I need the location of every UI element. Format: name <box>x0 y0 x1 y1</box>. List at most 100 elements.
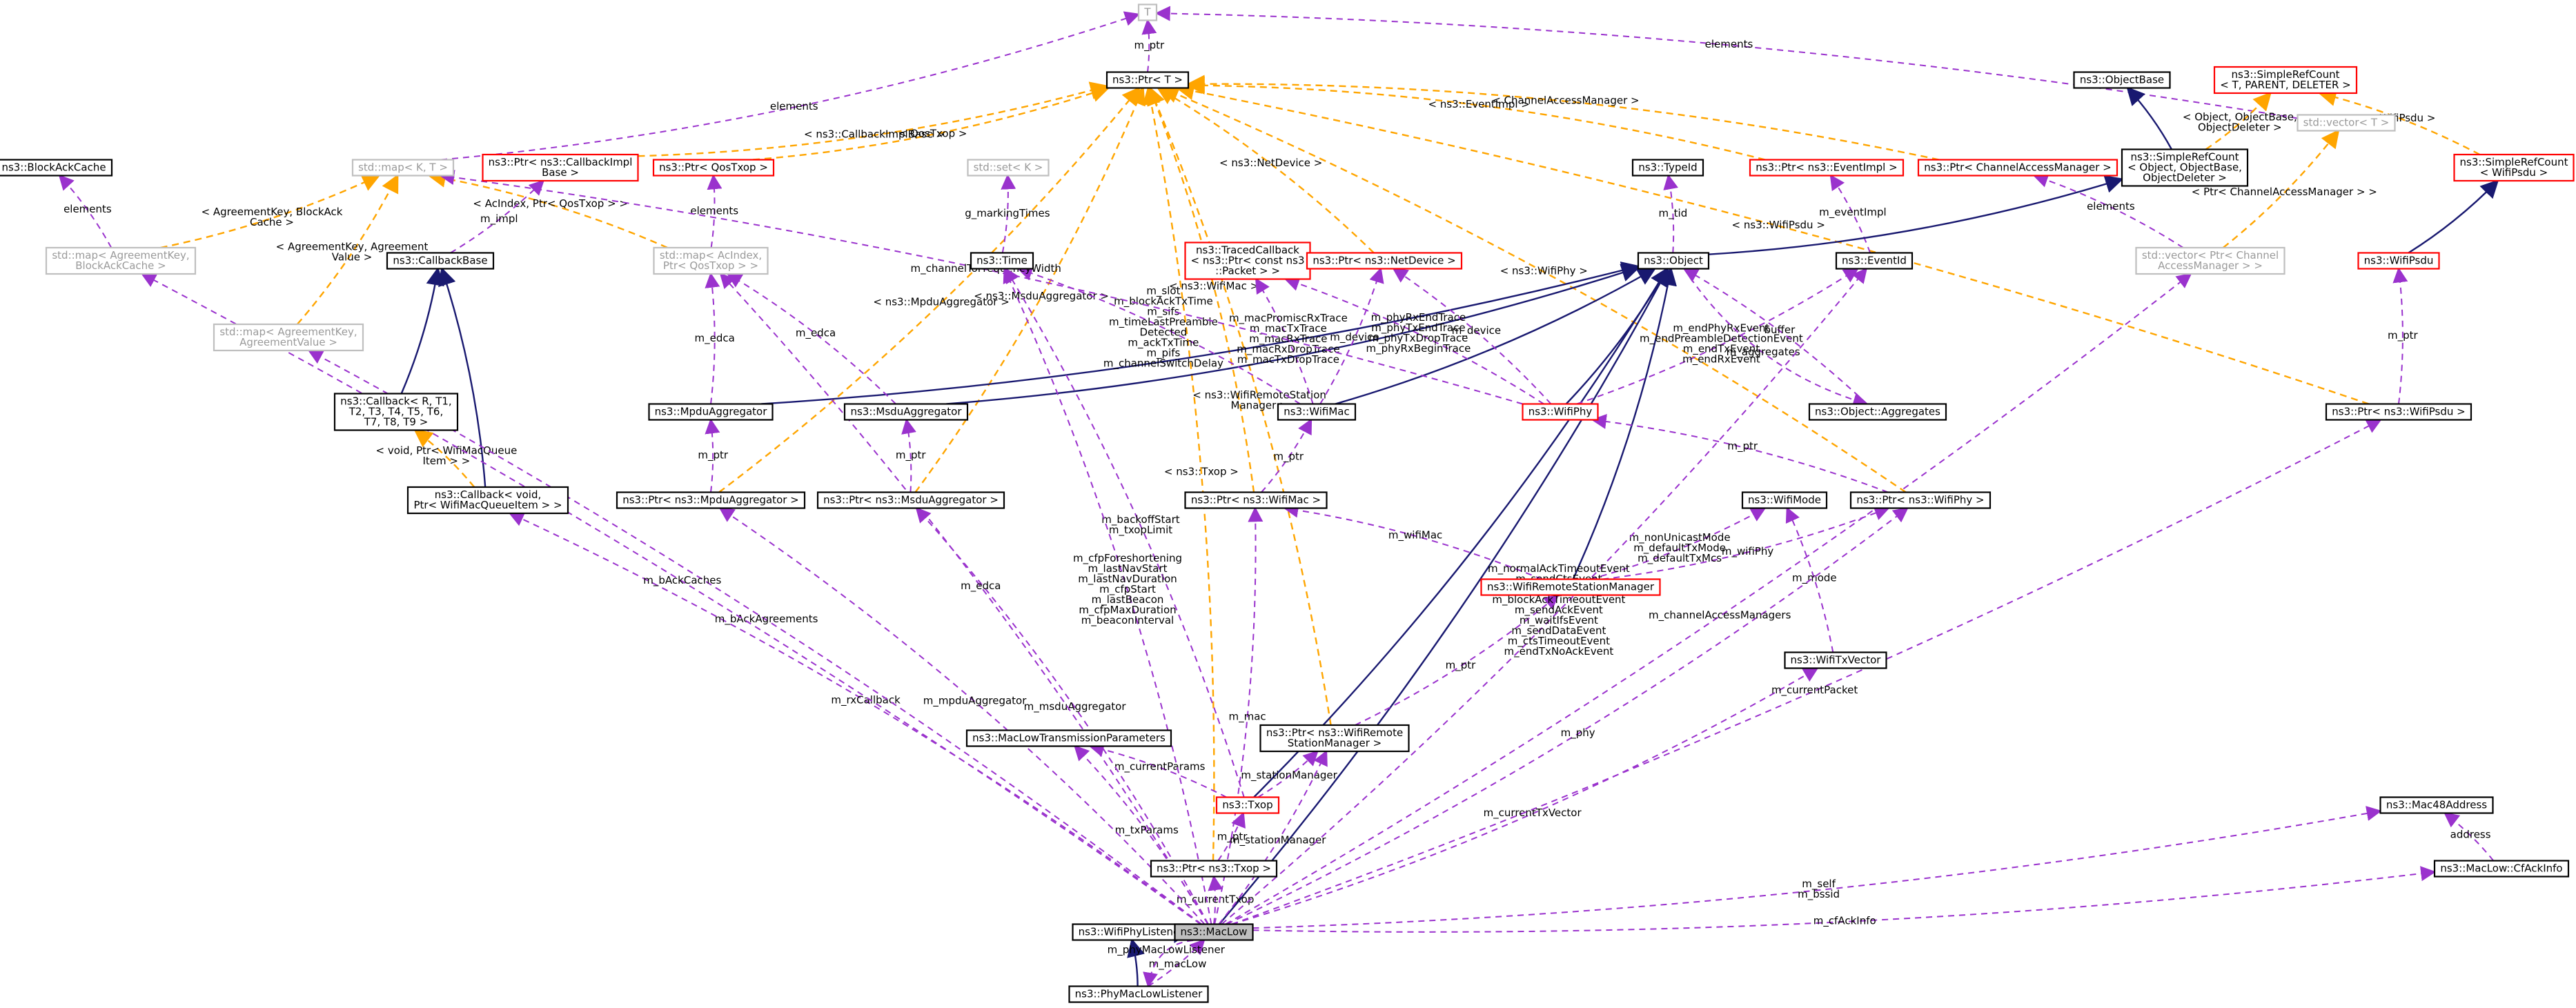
class-node-wifimode[interactable]: ns3::WifiMode <box>1741 491 1828 509</box>
edge-label-line: Value > <box>332 251 373 264</box>
edge-label-line: < Object, ObjectBase, <box>2183 111 2297 123</box>
class-node-label: ns3::Ptr< T > <box>1112 74 1183 86</box>
class-node-box <box>1849 491 1992 509</box>
class-node-box <box>965 729 1172 747</box>
class-node-label: ns3::WifiPhyListener <box>1079 926 1185 938</box>
class-node-mapbac[interactable]: std::map< AgreementKey,BlockAckCache > <box>45 246 197 275</box>
edge-label: m_endPhyRxEventm_endPreambleDetectionEve… <box>1640 322 1803 366</box>
class-node-ptrwifiphy[interactable]: ns3::Ptr< ns3::WifiPhy > <box>1849 491 1992 509</box>
class-node-maclow[interactable]: ns3::MacLow <box>1174 923 1254 941</box>
edge-use-wifitxvector-to-wifimode <box>1785 506 1834 653</box>
edge-use-maclow-to-ptrmpduagg <box>718 507 1206 925</box>
edge-use-txop-to-time <box>1005 267 1245 798</box>
class-node-ptrt[interactable]: ns3::Ptr< T > <box>1105 71 1190 89</box>
edge-label: m_impl <box>480 213 518 226</box>
class-node-mltp[interactable]: ns3::MacLowTransmissionParameters <box>965 729 1172 747</box>
edge-label: m_ptr <box>1217 831 1248 844</box>
class-node-ptrtxop[interactable]: ns3::Ptr< ns3::Txop > <box>1150 860 1278 878</box>
class-node-ptrnetdevice[interactable]: ns3::Ptr< ns3::NetDevice > <box>1306 252 1463 270</box>
class-node-typeid[interactable]: ns3::TypeId <box>1631 159 1704 177</box>
class-node-label: std::set< K > <box>974 161 1043 174</box>
class-node-phymaclowlistener[interactable]: ns3::PhyMacLowListener <box>1068 985 1209 1003</box>
class-node-time[interactable]: ns3::Time <box>970 252 1034 270</box>
edge-label-line: m_endTxNoAckEvent <box>1504 645 1614 658</box>
class-node-ptrmpduagg[interactable]: ns3::Ptr< ns3::MpduAggregator > <box>616 491 806 509</box>
edge-label-line: m_macLow <box>1149 958 1207 971</box>
edge-inh-callbackvoid-to-callbackbase <box>438 266 486 488</box>
class-node-ptrwifimac[interactable]: ns3::Ptr< ns3::WifiMac > <box>1184 491 1328 509</box>
edge-label-line: m_phy <box>1561 727 1595 740</box>
class-node-vectorptrcam[interactable]: std::vector< Ptr< ChannelAccessManager >… <box>2135 246 2285 275</box>
class-node-object[interactable]: ns3::Object <box>1637 252 1710 270</box>
edge-label-line: elements <box>2087 200 2135 213</box>
class-node-eventid[interactable]: ns3::EventId <box>1835 252 1914 270</box>
edge-label-line: m_ptr <box>1217 831 1248 844</box>
edge-label-line: < ns3::CallbackImplBase > <box>804 128 945 140</box>
class-node-callbackvoid[interactable]: ns3::Callback< void,Ptr< WifiMacQueueIte… <box>406 486 569 515</box>
class-node-t[interactable]: T <box>1137 3 1158 21</box>
edge-label-line: m_pifs <box>1146 346 1180 359</box>
edge-label: < ns3::NetDevice > <box>1219 157 1322 169</box>
class-node-box <box>1137 3 1158 21</box>
class-node-mac48[interactable]: ns3::Mac48Address <box>2379 796 2494 814</box>
class-node-ptrwrsm[interactable]: ns3::Ptr< ns3::WifiRemoteStationManager … <box>1259 724 1410 753</box>
class-node-ptreventimpl[interactable]: ns3::Ptr< ns3::EventImpl > <box>1749 159 1905 177</box>
class-node-srcgen[interactable]: ns3::SimpleRefCount< T, PARENT, DELETER … <box>2213 66 2358 95</box>
class-node-cfackinfo[interactable]: ns3::MacLow::CfAckInfo <box>2433 860 2570 878</box>
class-node-srcobj[interactable]: ns3::SimpleRefCount< Object, ObjectBase,… <box>2121 148 2249 187</box>
edge-label: m_macLow <box>1149 958 1207 971</box>
edge-label: elements <box>1705 38 1753 50</box>
class-node-msduagg[interactable]: ns3::MsduAggregator <box>843 403 969 421</box>
edge-use-ptrwifipsdu-to-wifipsdu <box>2392 267 2408 404</box>
class-node-wifipsdu[interactable]: ns3::WifiPsdu <box>2357 252 2440 270</box>
class-node-label: ns3::Time <box>976 255 1028 267</box>
edge-label-line: m_aggregates <box>1727 346 1800 359</box>
class-node-mapagr[interactable]: std::map< AgreementKey,AgreementValue > <box>213 323 364 352</box>
edge-label: m_channelAccessManagers <box>1649 609 1791 622</box>
class-node-wifimac[interactable]: ns3::WifiMac <box>1277 403 1357 421</box>
class-node-objectbase[interactable]: ns3::ObjectBase <box>2073 71 2171 89</box>
edge-label: m_nonUnicastModem_defaultTxModem_default… <box>1629 531 1731 565</box>
class-node-wifitxvector[interactable]: ns3::WifiTxVector <box>1784 651 1887 669</box>
class-node-mapacindex[interactable]: std::map< AcIndex,Ptr< QosTxop > > <box>653 246 769 275</box>
class-node-callbackbase[interactable]: ns3::CallbackBase <box>386 252 495 270</box>
class-node-wifiphylistener[interactable]: ns3::WifiPhyListener <box>1072 923 1190 941</box>
edge-label-line: < AcIndex, Ptr< QosTxop > > <box>473 197 628 210</box>
edge-tpl-mapbac-to-mapkt <box>160 174 381 249</box>
class-node-blockackcache[interactable]: ns3::BlockAckCache <box>0 159 113 177</box>
edge-tpl-mapacindex-to-mapkt <box>427 169 668 249</box>
class-node-objaggregates[interactable]: ns3::Object::Aggregates <box>1808 403 1947 421</box>
edge-label: < Ptr< ChannelAccessManager > > <box>2192 186 2377 198</box>
class-node-tracedcb[interactable]: ns3::TracedCallback< ns3::Ptr< const ns3… <box>1184 241 1311 280</box>
class-node-label: < Object, ObjectBase, <box>2127 161 2242 174</box>
class-node-mapkt[interactable]: std::map< K, T > <box>351 159 455 177</box>
class-node-wrsm[interactable]: ns3::WifiRemoteStationManager <box>1480 578 1661 596</box>
class-node-label: ns3::Ptr< ns3::WifiMac > <box>1191 494 1321 506</box>
edge-label-line: m_waitIfsEvent <box>1520 614 1598 627</box>
class-node-mpduagg[interactable]: ns3::MpduAggregator <box>648 403 774 421</box>
edge-label-line: m_self <box>1802 878 1836 891</box>
class-node-txop[interactable]: ns3::Txop <box>1215 796 1280 814</box>
class-node-ptrwifipsdu[interactable]: ns3::Ptr< ns3::WifiPsdu > <box>2325 403 2472 421</box>
class-node-vectort[interactable]: std::vector< T > <box>2297 114 2396 132</box>
class-node-setk[interactable]: std::set< K > <box>967 159 1050 177</box>
class-node-srcpsdu[interactable]: ns3::SimpleRefCount< WifiPsdu > <box>2453 153 2575 182</box>
edge-label-line: buffer <box>1764 324 1796 336</box>
class-node-ptrmsduagg[interactable]: ns3::Ptr< ns3::MsduAggregator > <box>816 491 1005 509</box>
edge-label-line: m_ptr <box>896 448 927 462</box>
class-node-callbackr[interactable]: ns3::Callback< R, T1,T2, T3, T4, T5, T6,… <box>333 393 459 431</box>
class-node-label: ns3::Ptr< QosTxop > <box>659 161 768 174</box>
edge-label: m_stationManager <box>1241 769 1337 782</box>
class-node-box <box>213 323 364 352</box>
class-node-label: T <box>1143 6 1151 19</box>
class-node-ptrcbimpl[interactable]: ns3::Ptr< ns3::CallbackImplBase > <box>482 153 639 182</box>
edge-label-line: m_defaultTxMcs <box>1638 552 1722 565</box>
class-node-ptrcam[interactable]: ns3::Ptr< ChannelAccessManager > <box>1917 159 2118 177</box>
edge-label: m_currentTxop <box>1177 893 1255 907</box>
class-node-wifiphy[interactable]: ns3::WifiPhy <box>1522 403 1599 421</box>
edge-use-maclow-to-phymaclowlistener <box>1143 939 1205 988</box>
class-node-ptrqostxop[interactable]: ns3::Ptr< QosTxop > <box>652 159 775 177</box>
edge-label-line: m_sendDataEvent <box>1511 624 1606 638</box>
class-node-box <box>333 393 459 431</box>
